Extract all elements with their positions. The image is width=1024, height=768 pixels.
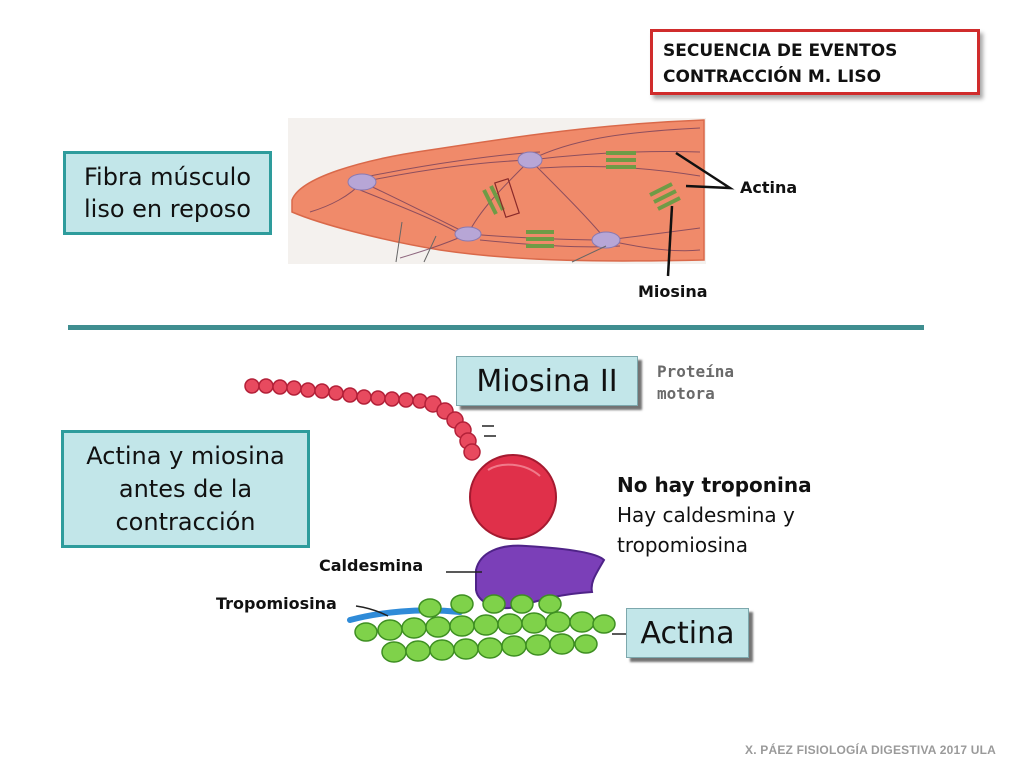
fiber-body [291, 119, 705, 262]
tropomyosin-strand [347, 607, 463, 623]
fiber-state-label: Fibra músculo liso en reposo [63, 151, 272, 235]
fiber-label-line-2: liso en reposo [84, 195, 251, 223]
protein-label-line-2: motora [657, 384, 715, 403]
tropomiosina-label: Tropomiosina [216, 594, 337, 613]
protein-label-line-1: Proteína [657, 362, 735, 381]
dense-bodies [347, 151, 621, 249]
actina-pointer-label: Actina [740, 178, 798, 197]
myosin-bundles [482, 151, 681, 248]
miosina-pointer-label: Miosina [638, 282, 708, 301]
slide-title-box: SECUENCIA DE EVENTOS CONTRACCIÓN M. LISO [650, 29, 980, 95]
highlight-frame [494, 177, 520, 219]
section-divider [68, 325, 924, 330]
caldesmin-note-line-1: Hay caldesmina y [617, 503, 795, 527]
caldesmina-label: Caldesmina [319, 556, 424, 575]
no-troponin-note: No hay troponina [617, 473, 812, 497]
state-label-line-2: antes de la [118, 474, 253, 503]
myosin-head-shading [487, 463, 541, 477]
slide-footer: X. PÁEZ FISIOLOGÍA DIGESTIVA 2017 ULA [745, 743, 996, 757]
state-label-line-1: Actina y miosina [86, 441, 285, 470]
caldesmin-note-line-2: tropomiosina [617, 533, 748, 557]
myosin-tail [244, 378, 481, 461]
contraction-state-label: Actina y miosina antes de la contracción [61, 430, 310, 548]
loose-threads [395, 221, 607, 263]
motor-protein-label: Proteína motora [657, 361, 734, 405]
pointer-lines [666, 151, 735, 277]
actina-box-label: Actina [626, 608, 749, 658]
state-label-line-3: contracción [115, 507, 256, 536]
caldesmin-note: Hay caldesmina y tropomiosina [617, 500, 795, 560]
bottom-pointers [355, 571, 626, 635]
actin-filament [354, 594, 616, 663]
fiber-label-line-1: Fibra músculo [83, 163, 251, 191]
myosin-head [469, 454, 557, 540]
title-line-2: CONTRACCIÓN M. LISO [663, 67, 882, 87]
title-line-1: SECUENCIA DE EVENTOS [663, 41, 898, 61]
tail-ticks [482, 425, 496, 437]
miosina-ii-label: Miosina II [456, 356, 638, 406]
